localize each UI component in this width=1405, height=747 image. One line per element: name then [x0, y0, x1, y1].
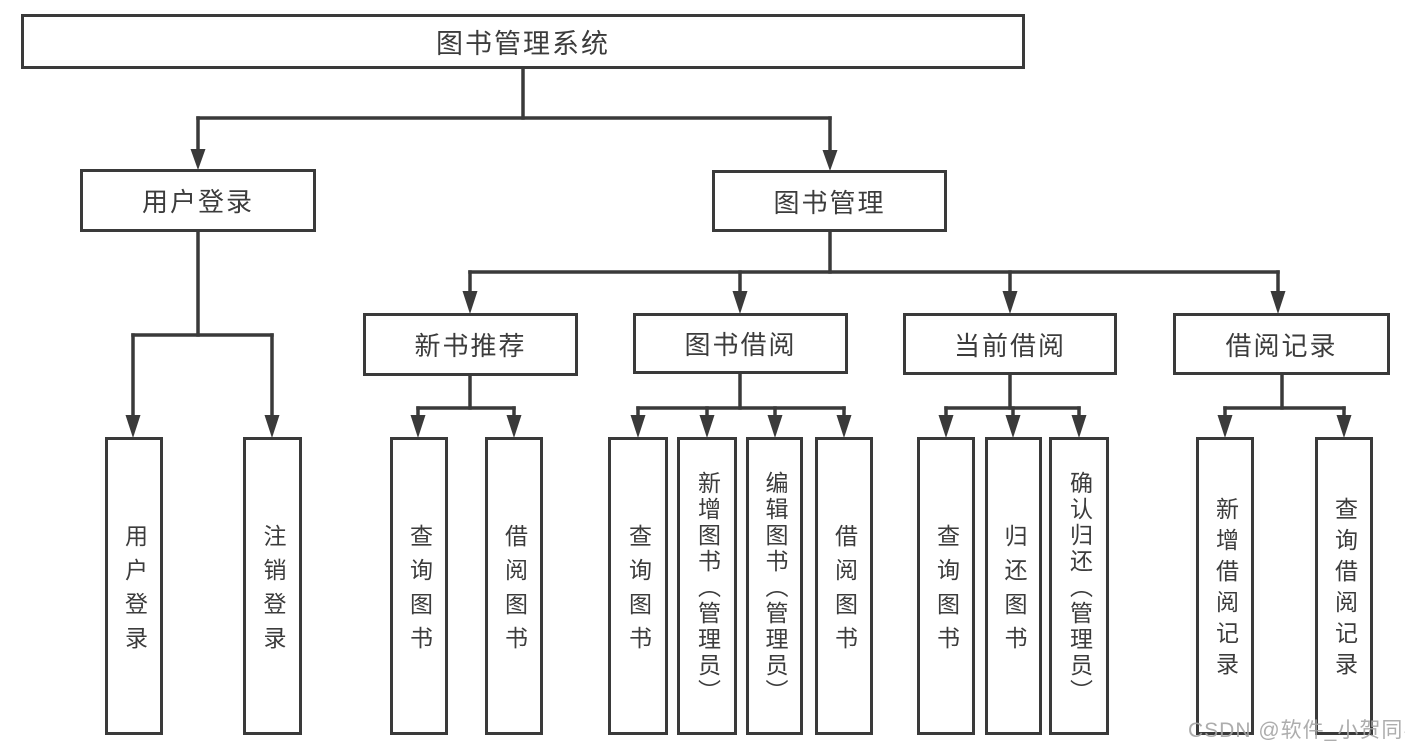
- leaf-query-borrow-record: 查询借阅记录: [1315, 437, 1373, 735]
- node-book-management: 图书管理: [712, 170, 947, 232]
- leaf-query-books-current-label: 查询图书: [933, 523, 960, 660]
- node-root: 图书管理系统: [21, 14, 1025, 69]
- leaf-logout-label: 注销登录: [260, 523, 286, 660]
- leaf-confirm-return-admin: 确认归还（管理员）: [1049, 437, 1109, 735]
- leaf-user-login: 用户登录: [105, 437, 163, 735]
- node-current-borrow-label: 当前借阅: [953, 330, 1066, 361]
- node-book-management-label: 图书管理: [773, 187, 886, 218]
- leaf-edit-books-admin: 编辑图书（管理员）: [746, 437, 803, 735]
- leaf-return-books: 归还图书: [985, 437, 1042, 735]
- leaf-add-borrow-record: 新增借阅记录: [1196, 437, 1254, 735]
- leaf-add-books-admin-label: 新增图书（管理员）: [694, 470, 721, 705]
- node-borrow-records-label: 借阅记录: [1225, 330, 1338, 361]
- leaf-query-books-current: 查询图书: [917, 437, 975, 735]
- leaf-query-books-recommend-label: 查询图书: [406, 523, 433, 660]
- leaf-return-books-label: 归还图书: [1001, 523, 1027, 660]
- leaf-add-books-admin: 新增图书（管理员）: [677, 437, 737, 735]
- leaf-add-borrow-record-label: 新增借阅记录: [1212, 497, 1239, 683]
- leaf-borrow-books-recommend: 借阅图书: [485, 437, 543, 735]
- node-user-login-label: 用户登录: [141, 187, 254, 217]
- node-user-login: 用户登录: [80, 169, 316, 232]
- leaf-query-books-borrow: 查询图书: [608, 437, 668, 735]
- node-book-borrow-label: 图书借阅: [684, 330, 797, 360]
- leaf-query-books-borrow-label: 查询图书: [625, 523, 652, 660]
- leaf-user-login-label: 用户登录: [121, 523, 148, 660]
- csdn-watermark: CSDN @软件_小贺同学: [1188, 719, 1405, 742]
- node-new-book-recommend-label: 新书推荐: [414, 331, 527, 361]
- leaf-logout: 注销登录: [243, 437, 302, 735]
- leaf-borrow-books-borrow-label: 借阅图书: [831, 523, 858, 660]
- node-borrow-records: 借阅记录: [1173, 313, 1390, 375]
- leaf-confirm-return-admin-label: 确认归还（管理员）: [1066, 470, 1093, 705]
- leaf-query-books-recommend: 查询图书: [390, 437, 448, 735]
- leaf-query-borrow-record-label: 查询借阅记录: [1331, 497, 1358, 683]
- node-new-book-recommend: 新书推荐: [363, 313, 578, 376]
- node-book-borrow: 图书借阅: [633, 313, 848, 374]
- leaf-borrow-books-borrow: 借阅图书: [815, 437, 873, 735]
- leaf-edit-books-admin-label: 编辑图书（管理员）: [762, 470, 788, 705]
- node-root-label: 图书管理系统: [436, 29, 610, 59]
- node-current-borrow: 当前借阅: [903, 313, 1117, 375]
- leaf-borrow-books-recommend-label: 借阅图书: [501, 523, 528, 660]
